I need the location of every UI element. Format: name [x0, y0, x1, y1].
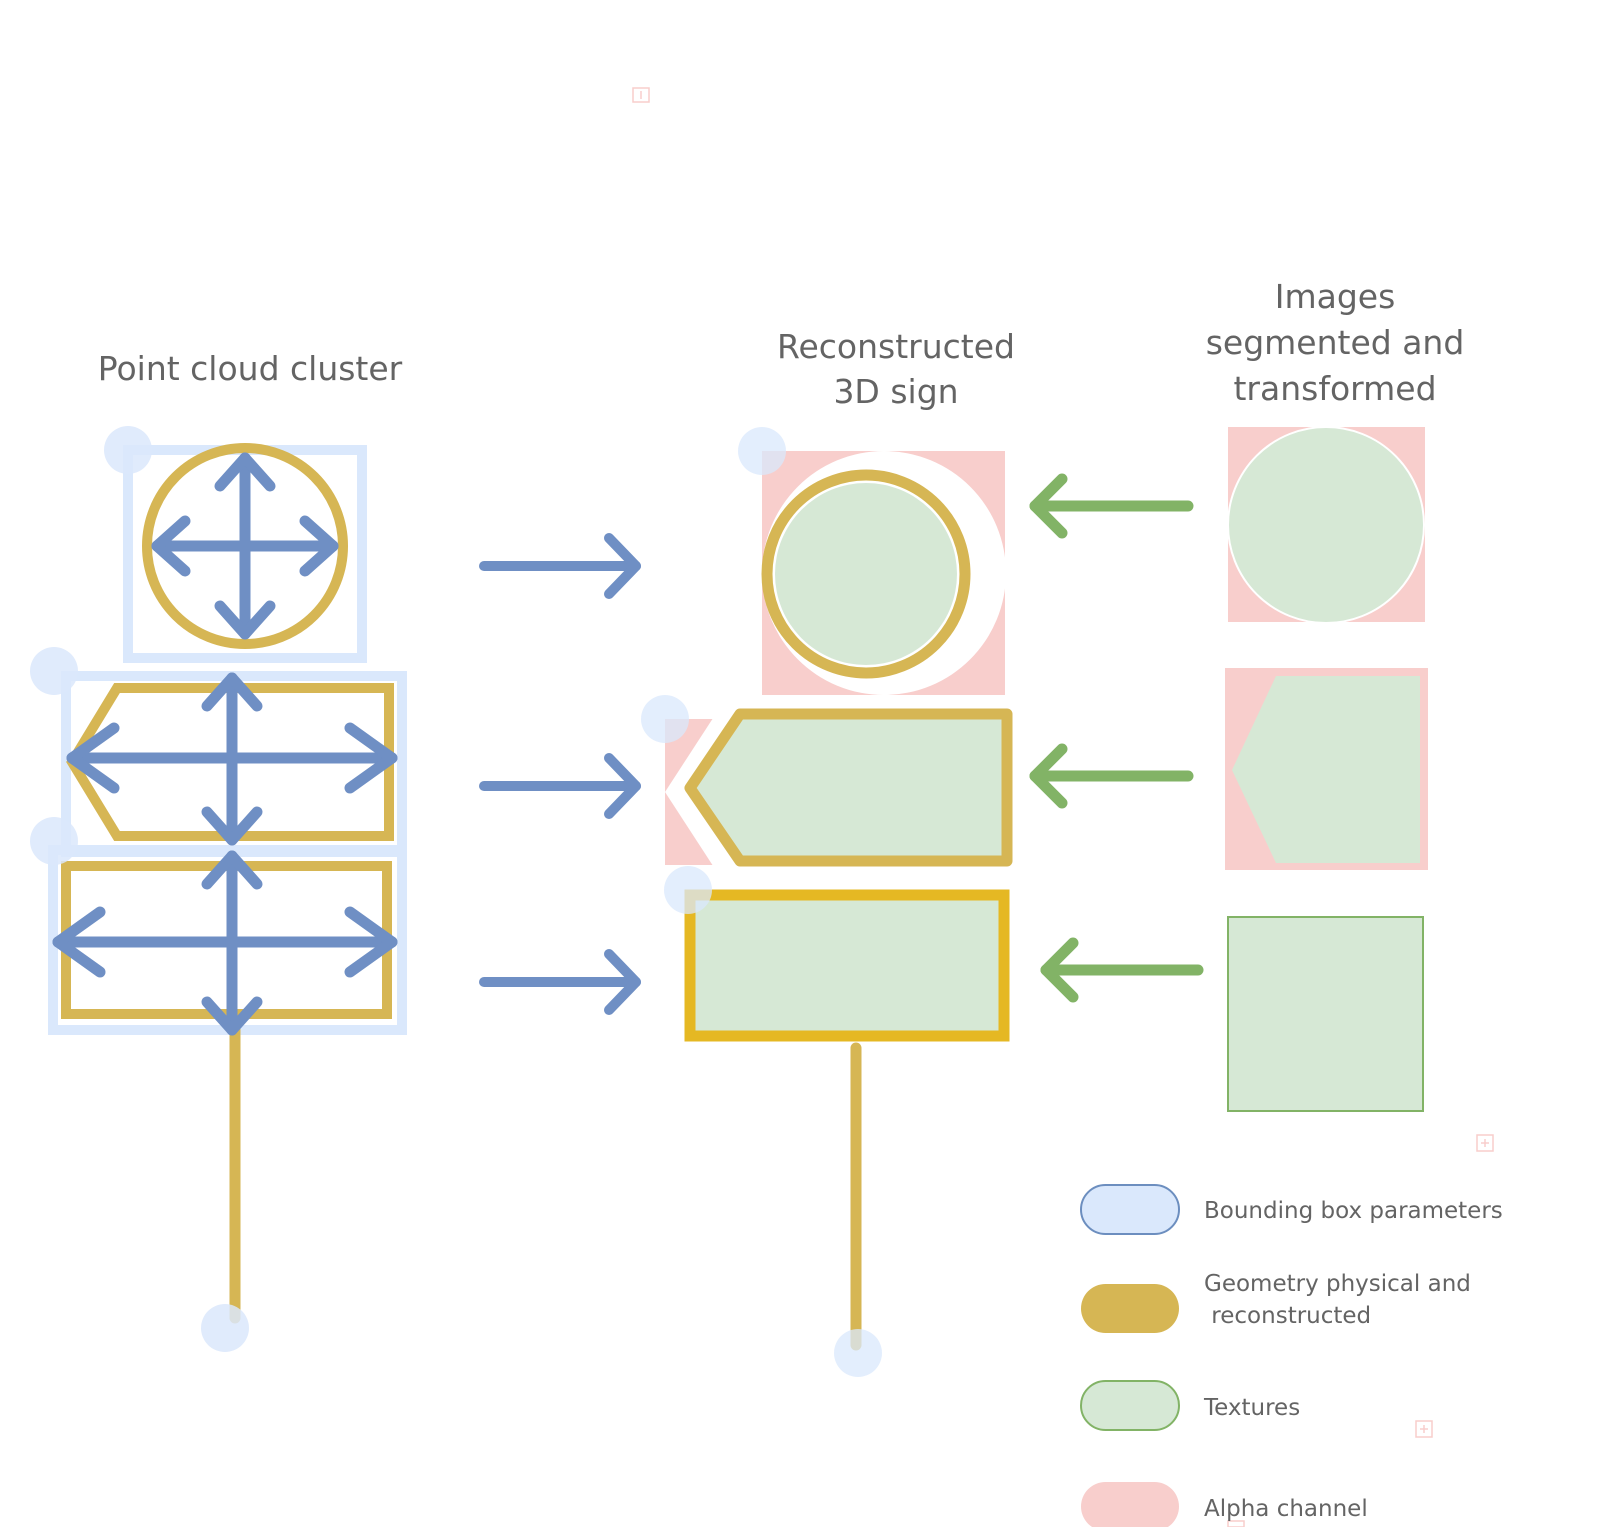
arrow-left-2 [1029, 743, 1194, 809]
recon-handle-1 [738, 427, 786, 475]
legend: Bounding box parameters Geometry physica… [1080, 1184, 1503, 1527]
texture-circle-sign [775, 483, 957, 665]
recon-handle-4 [834, 1329, 882, 1377]
bbox-handle-3 [30, 817, 78, 865]
arrow-left-1 [1029, 473, 1194, 539]
arrows-to-reconstruction [479, 533, 641, 1015]
arrow-left-3 [1040, 937, 1204, 1003]
bbox-arrows-circle [151, 452, 339, 640]
point-cloud-cluster-group [30, 426, 407, 1352]
small-markers [632, 87, 1494, 1527]
texture-rect-sign [690, 895, 1004, 1036]
legend-swatch-alpha [1081, 1482, 1179, 1527]
title-images-line3: transformed [1233, 369, 1436, 408]
geometry-rect-reconstructed [684, 889, 1010, 1042]
title-images-line2: segmented and [1206, 323, 1465, 362]
title-images-line1: Images [1275, 277, 1396, 316]
arrow-right-2 [479, 753, 641, 819]
legend-label-textures: Textures [1203, 1395, 1300, 1421]
bbox-handle-2 [30, 647, 78, 695]
legend-label-geometry-line2: reconstructed [1204, 1303, 1371, 1329]
legend-swatch-textures [1080, 1380, 1180, 1431]
legend-swatch-bounding-box [1080, 1184, 1180, 1235]
geometry-circle-sign [142, 443, 348, 649]
legend-label-bounding-box: Bounding box parameters [1204, 1198, 1503, 1224]
recon-handle-3 [664, 866, 712, 914]
title-reconstructed-line2: 3D sign [833, 372, 958, 411]
geometry-circle-reconstructed [761, 469, 971, 679]
segmented-images-group [1225, 426, 1428, 1112]
geometry-arrow-reconstructed [684, 708, 1013, 867]
legend-label-alpha: Alpha channel [1204, 1496, 1368, 1522]
arrow-right-1 [479, 533, 641, 599]
legend-swatch-geometry [1081, 1284, 1179, 1333]
legend-label-geometry-line1: Geometry physical and [1204, 1271, 1471, 1297]
bbox-handle-4 [201, 1304, 249, 1352]
image-texture-rect [1227, 916, 1424, 1112]
arrows-from-images [1029, 473, 1204, 1003]
legend-item-alpha: Alpha channel [1081, 1482, 1368, 1527]
reconstructed-sign-group [641, 427, 1013, 1377]
recon-handle-2 [641, 695, 689, 743]
legend-item-geometry: Geometry physical and reconstructed [1081, 1271, 1471, 1333]
title-reconstructed-line1: Reconstructed [777, 327, 1015, 366]
texture-arrow-sign [695, 716, 1005, 860]
legend-item-bounding-box: Bounding box parameters [1080, 1184, 1503, 1235]
image-texture-circle [1227, 426, 1425, 624]
bbox-arrows-rect-sign [52, 850, 398, 1036]
arrow-right-3 [479, 949, 641, 1015]
title-point-cloud-cluster: Point cloud cluster [98, 349, 403, 388]
bbox-arrows-arrow-sign [66, 672, 398, 846]
legend-item-textures: Textures [1080, 1380, 1300, 1431]
bbox-handle-1 [104, 426, 152, 474]
image-texture-arrow [1232, 676, 1420, 863]
